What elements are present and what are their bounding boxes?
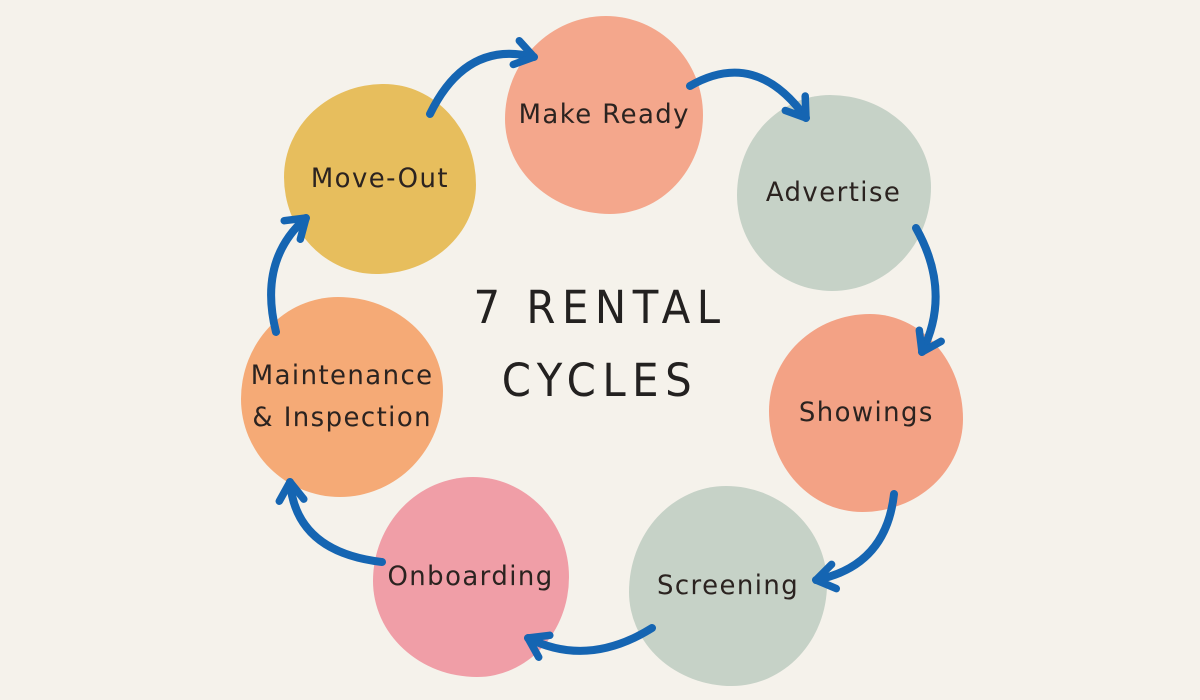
node-make-ready-label: Make Ready — [518, 99, 690, 131]
node-showings: Showings — [769, 314, 963, 512]
diagram-title: 7 RENTAL CYCLES — [473, 281, 727, 407]
node-maintenance-inspection: Maintenance & Inspection — [241, 297, 443, 497]
node-advertise-label: Advertise — [766, 177, 902, 209]
node-screening: Screening — [629, 486, 827, 686]
node-advertise: Advertise — [737, 95, 931, 291]
node-showings-label: Showings — [798, 397, 934, 429]
node-make-ready: Make Ready — [505, 16, 703, 214]
node-onboarding: Onboarding — [373, 477, 569, 677]
node-maintenance-inspection-label: Maintenance & Inspection — [250, 360, 434, 433]
node-move-out: Move-Out — [284, 84, 476, 274]
node-onboarding-label: Onboarding — [387, 561, 555, 593]
node-move-out-label: Move-Out — [310, 163, 450, 195]
node-screening-label: Screening — [656, 570, 800, 602]
